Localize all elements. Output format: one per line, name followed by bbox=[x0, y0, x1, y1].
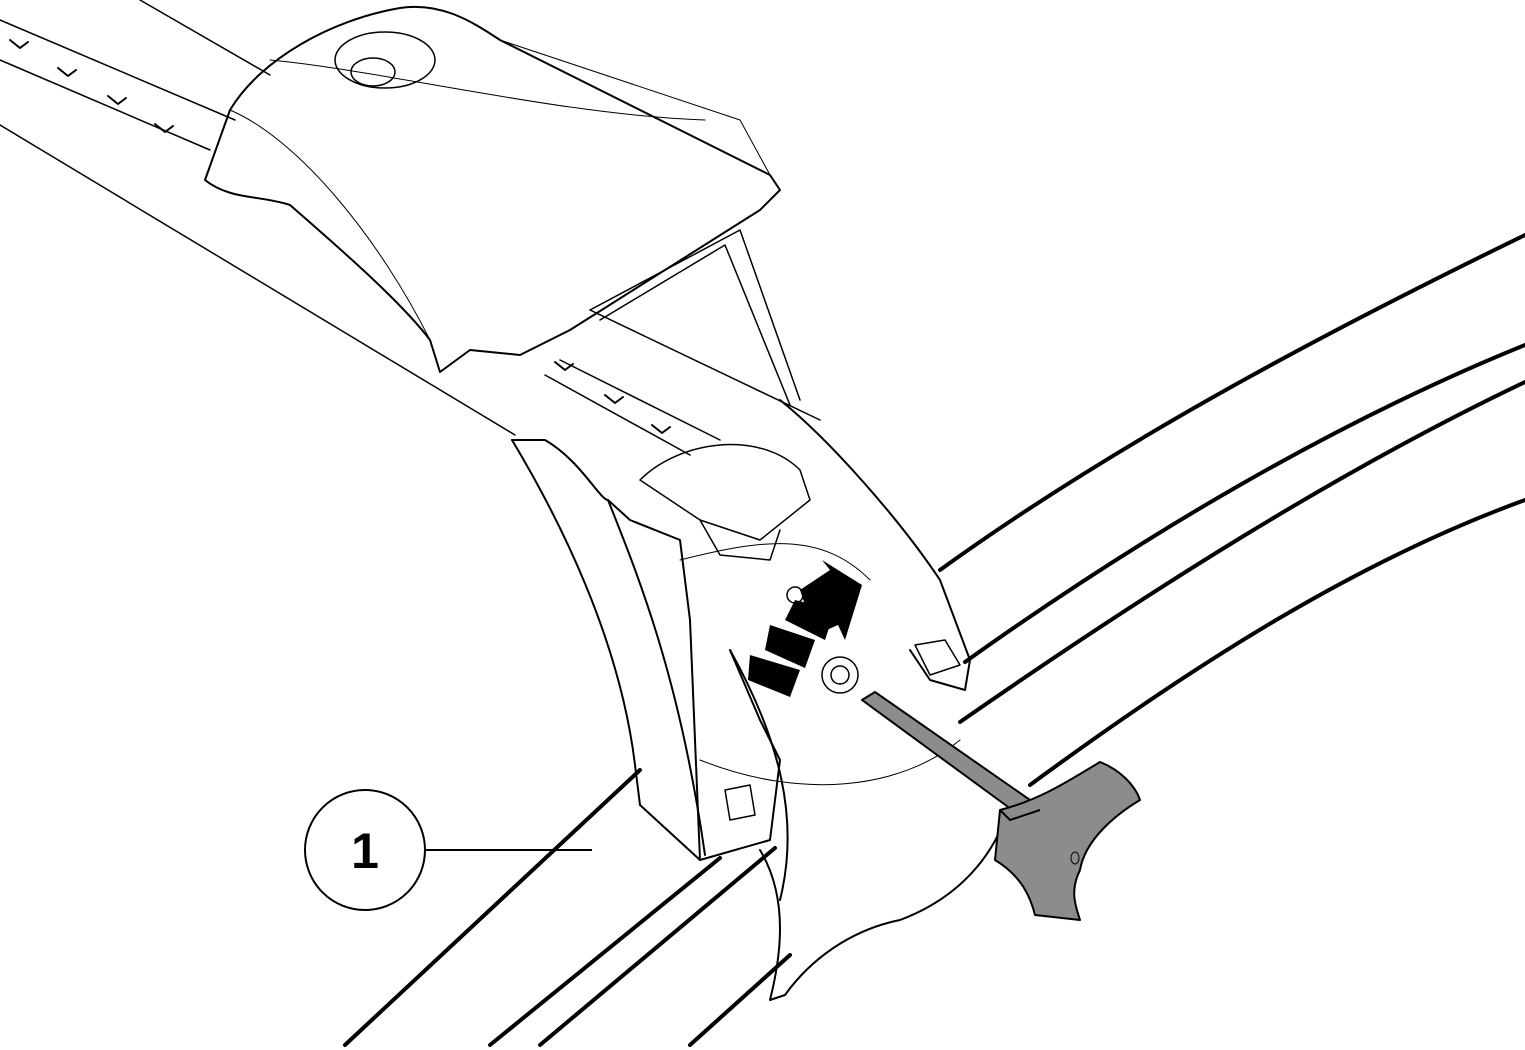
callout-1: 1 bbox=[304, 789, 592, 911]
rack-foot bbox=[511, 399, 1006, 1001]
roof-outline bbox=[0, 124, 516, 436]
hex-key-tool bbox=[861, 691, 1141, 921]
end-cap-cover bbox=[204, 5, 801, 406]
push-direction-arrows bbox=[748, 560, 862, 697]
callout-number: 1 bbox=[351, 823, 379, 879]
load-bar bbox=[0, 0, 821, 456]
roof-rail bbox=[343, 233, 1525, 1047]
